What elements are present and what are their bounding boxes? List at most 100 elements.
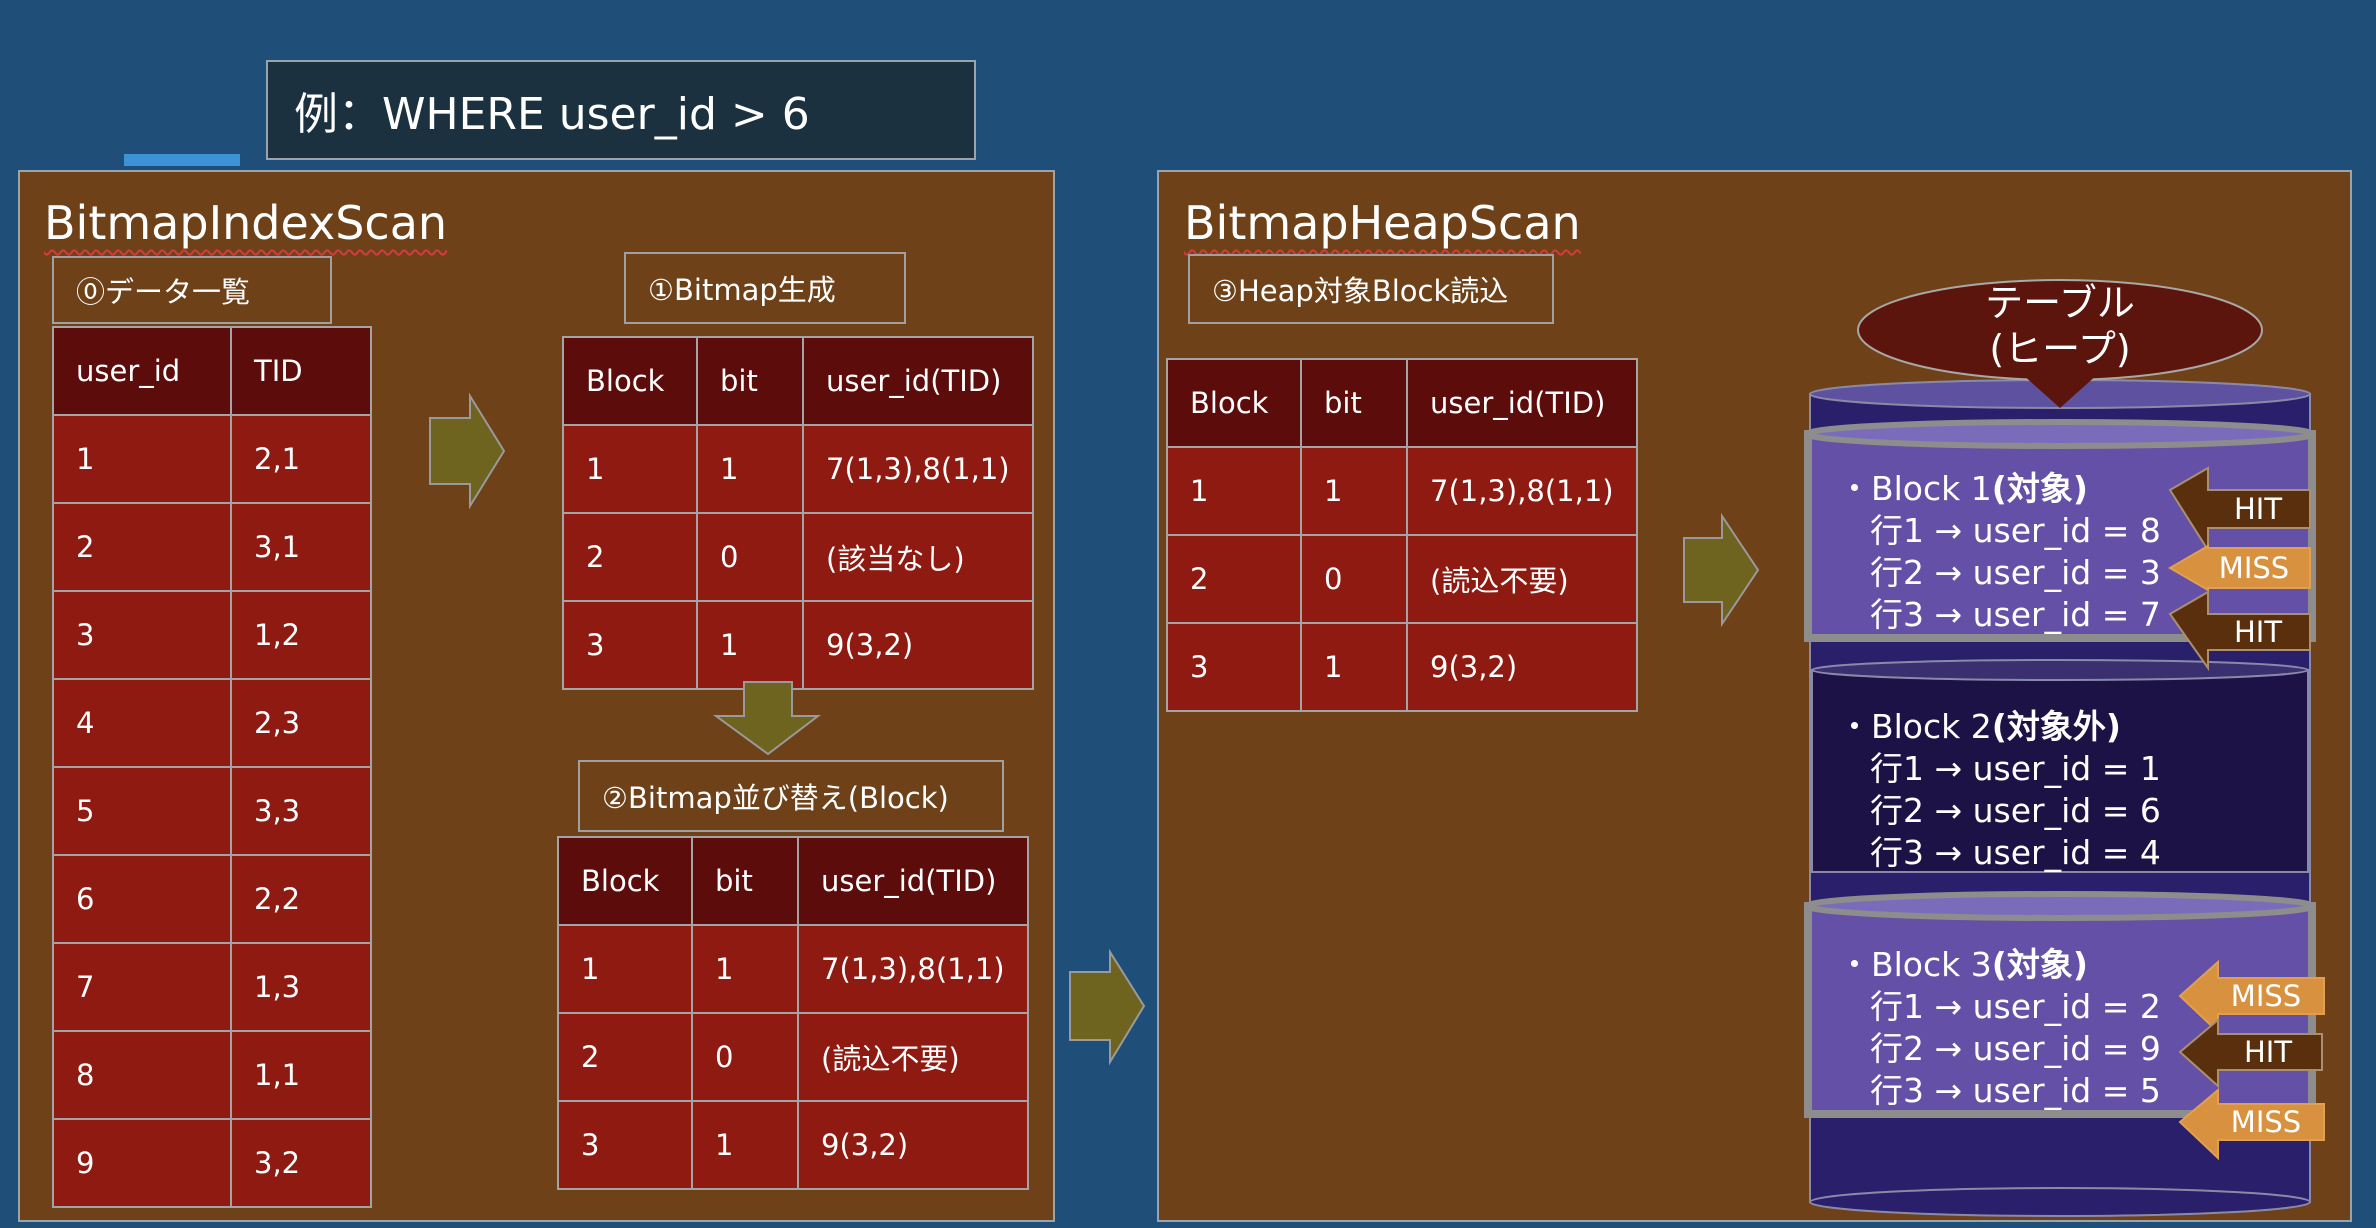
block-row: 行1 → user_id = 8 [1870, 511, 2161, 550]
table-cell: 2,1 [230, 414, 372, 504]
block-status: (対象) [1991, 469, 2088, 508]
table-cell: 1 [696, 600, 804, 690]
table-cell: 7(1,3),8(1,1) [797, 924, 1029, 1014]
table-cell: 9 [52, 1118, 232, 1208]
step2-label: ②Bitmap並び替え(Block) [578, 760, 1004, 832]
table-header-row: Block bit user_id(TID) [557, 836, 1029, 926]
table-cell: 2,3 [230, 678, 372, 768]
block-name: ・Block 1 [1838, 469, 1992, 508]
table-cell: 2 [52, 502, 232, 592]
block-status: (対象) [1991, 945, 2088, 984]
table-cell: 0 [691, 1012, 799, 1102]
right-arrow-icon [1069, 948, 1146, 1066]
table-cell: 1 [1300, 446, 1408, 536]
hit-tag-label: HIT [2243, 1035, 2293, 1069]
table-cell: 1,1 [230, 1030, 372, 1120]
block-row: 行2 → user_id = 6 [1870, 791, 2161, 830]
table-cell: 7 [52, 942, 232, 1032]
block-status: (対象外) [1991, 707, 2121, 746]
accent-bar [124, 154, 240, 166]
table-label-line1: テーブル [1985, 281, 2135, 325]
header-cell: user_id(TID) [797, 836, 1029, 926]
table-cell: (読込不要) [1406, 534, 1638, 624]
step1-label: ①Bitmap生成 [624, 252, 906, 324]
table-cell: 3,3 [230, 766, 372, 856]
header-cell: Block [562, 336, 698, 426]
table-cell: 1 [691, 1100, 799, 1190]
hit-tag-shape [2168, 590, 2311, 672]
table-cell: 1 [557, 924, 693, 1014]
header-cell: bit [696, 336, 804, 426]
hit-tag-label: HIT [2233, 492, 2283, 526]
table-cell: 6 [52, 854, 232, 944]
right-arrow-icon [429, 392, 506, 510]
header-cell: bit [691, 836, 799, 926]
block2-text: ・Block 2(対象外) 行1 → user_id = 1 行2 → user… [1838, 706, 2161, 874]
block-row: 行3 → user_id = 5 [1870, 1071, 2161, 1110]
sorted-bitmap-table: Block bit user_id(TID) 1 1 7(1,3),8(1,1) 2… [557, 836, 1029, 1190]
table-cell: 9(3,2) [802, 600, 1034, 690]
table-label: テーブル (ヒープ) [1858, 280, 2262, 372]
miss-tag-label: MISS [2218, 551, 2290, 585]
table-cell: 1 [562, 424, 698, 514]
example-title: 例：WHERE user_id > 6 [266, 60, 976, 160]
miss-tag-shape [2178, 1087, 2325, 1161]
table-header-row: Block bit user_id(TID) [1166, 358, 1638, 448]
header-cell: bit [1300, 358, 1408, 448]
bitmap-index-scan-title: BitmapIndexScan [44, 196, 448, 250]
hit-tag-label: HIT [2233, 615, 2283, 649]
block-row: 行1 → user_id = 1 [1870, 749, 2161, 788]
hit-tag-shape [2178, 1017, 2323, 1089]
header-cell: user_id(TID) [802, 336, 1034, 426]
table-cell: 3,2 [230, 1118, 372, 1208]
header-cell: user_id [52, 326, 232, 416]
block-row: 行2 → user_id = 9 [1870, 1029, 2161, 1068]
miss-tag-label: MISS [2230, 1105, 2302, 1139]
table-cell: 2 [1166, 534, 1302, 624]
step0-label: ⓪データ一覧 [52, 256, 332, 324]
table-cell: 2 [562, 512, 698, 602]
miss-tag-shape [2168, 544, 2311, 592]
block-row: 行3 → user_id = 7 [1870, 595, 2161, 634]
table-cell: (読込不要) [797, 1012, 1029, 1102]
table-header-row: user_id TID [52, 326, 372, 416]
header-cell: Block [557, 836, 693, 926]
block-name: ・Block 3 [1838, 945, 1992, 984]
table-cell: 1 [696, 424, 804, 514]
table-cell: 1 [52, 414, 232, 504]
block3-text: ・Block 3(対象) 行1 → user_id = 2 行2 → user_… [1838, 944, 2161, 1112]
block1-text: ・Block 1(対象) 行1 → user_id = 8 行2 → user_… [1838, 468, 2161, 636]
block3-target-shape [1804, 891, 2316, 1118]
header-cell: Block [1166, 358, 1302, 448]
table-cell: 3 [557, 1100, 693, 1190]
block-row: 行2 → user_id = 3 [1870, 553, 2161, 592]
right-arrow-icon [1683, 512, 1760, 628]
miss-tag-label: MISS [2230, 979, 2302, 1013]
table-cell: 4 [52, 678, 232, 768]
down-arrow-icon [712, 681, 821, 756]
table-cell: 3 [562, 600, 698, 690]
table-cell: 1,3 [230, 942, 372, 1032]
table-cell: 5 [52, 766, 232, 856]
table-cell: 9(3,2) [1406, 622, 1638, 712]
